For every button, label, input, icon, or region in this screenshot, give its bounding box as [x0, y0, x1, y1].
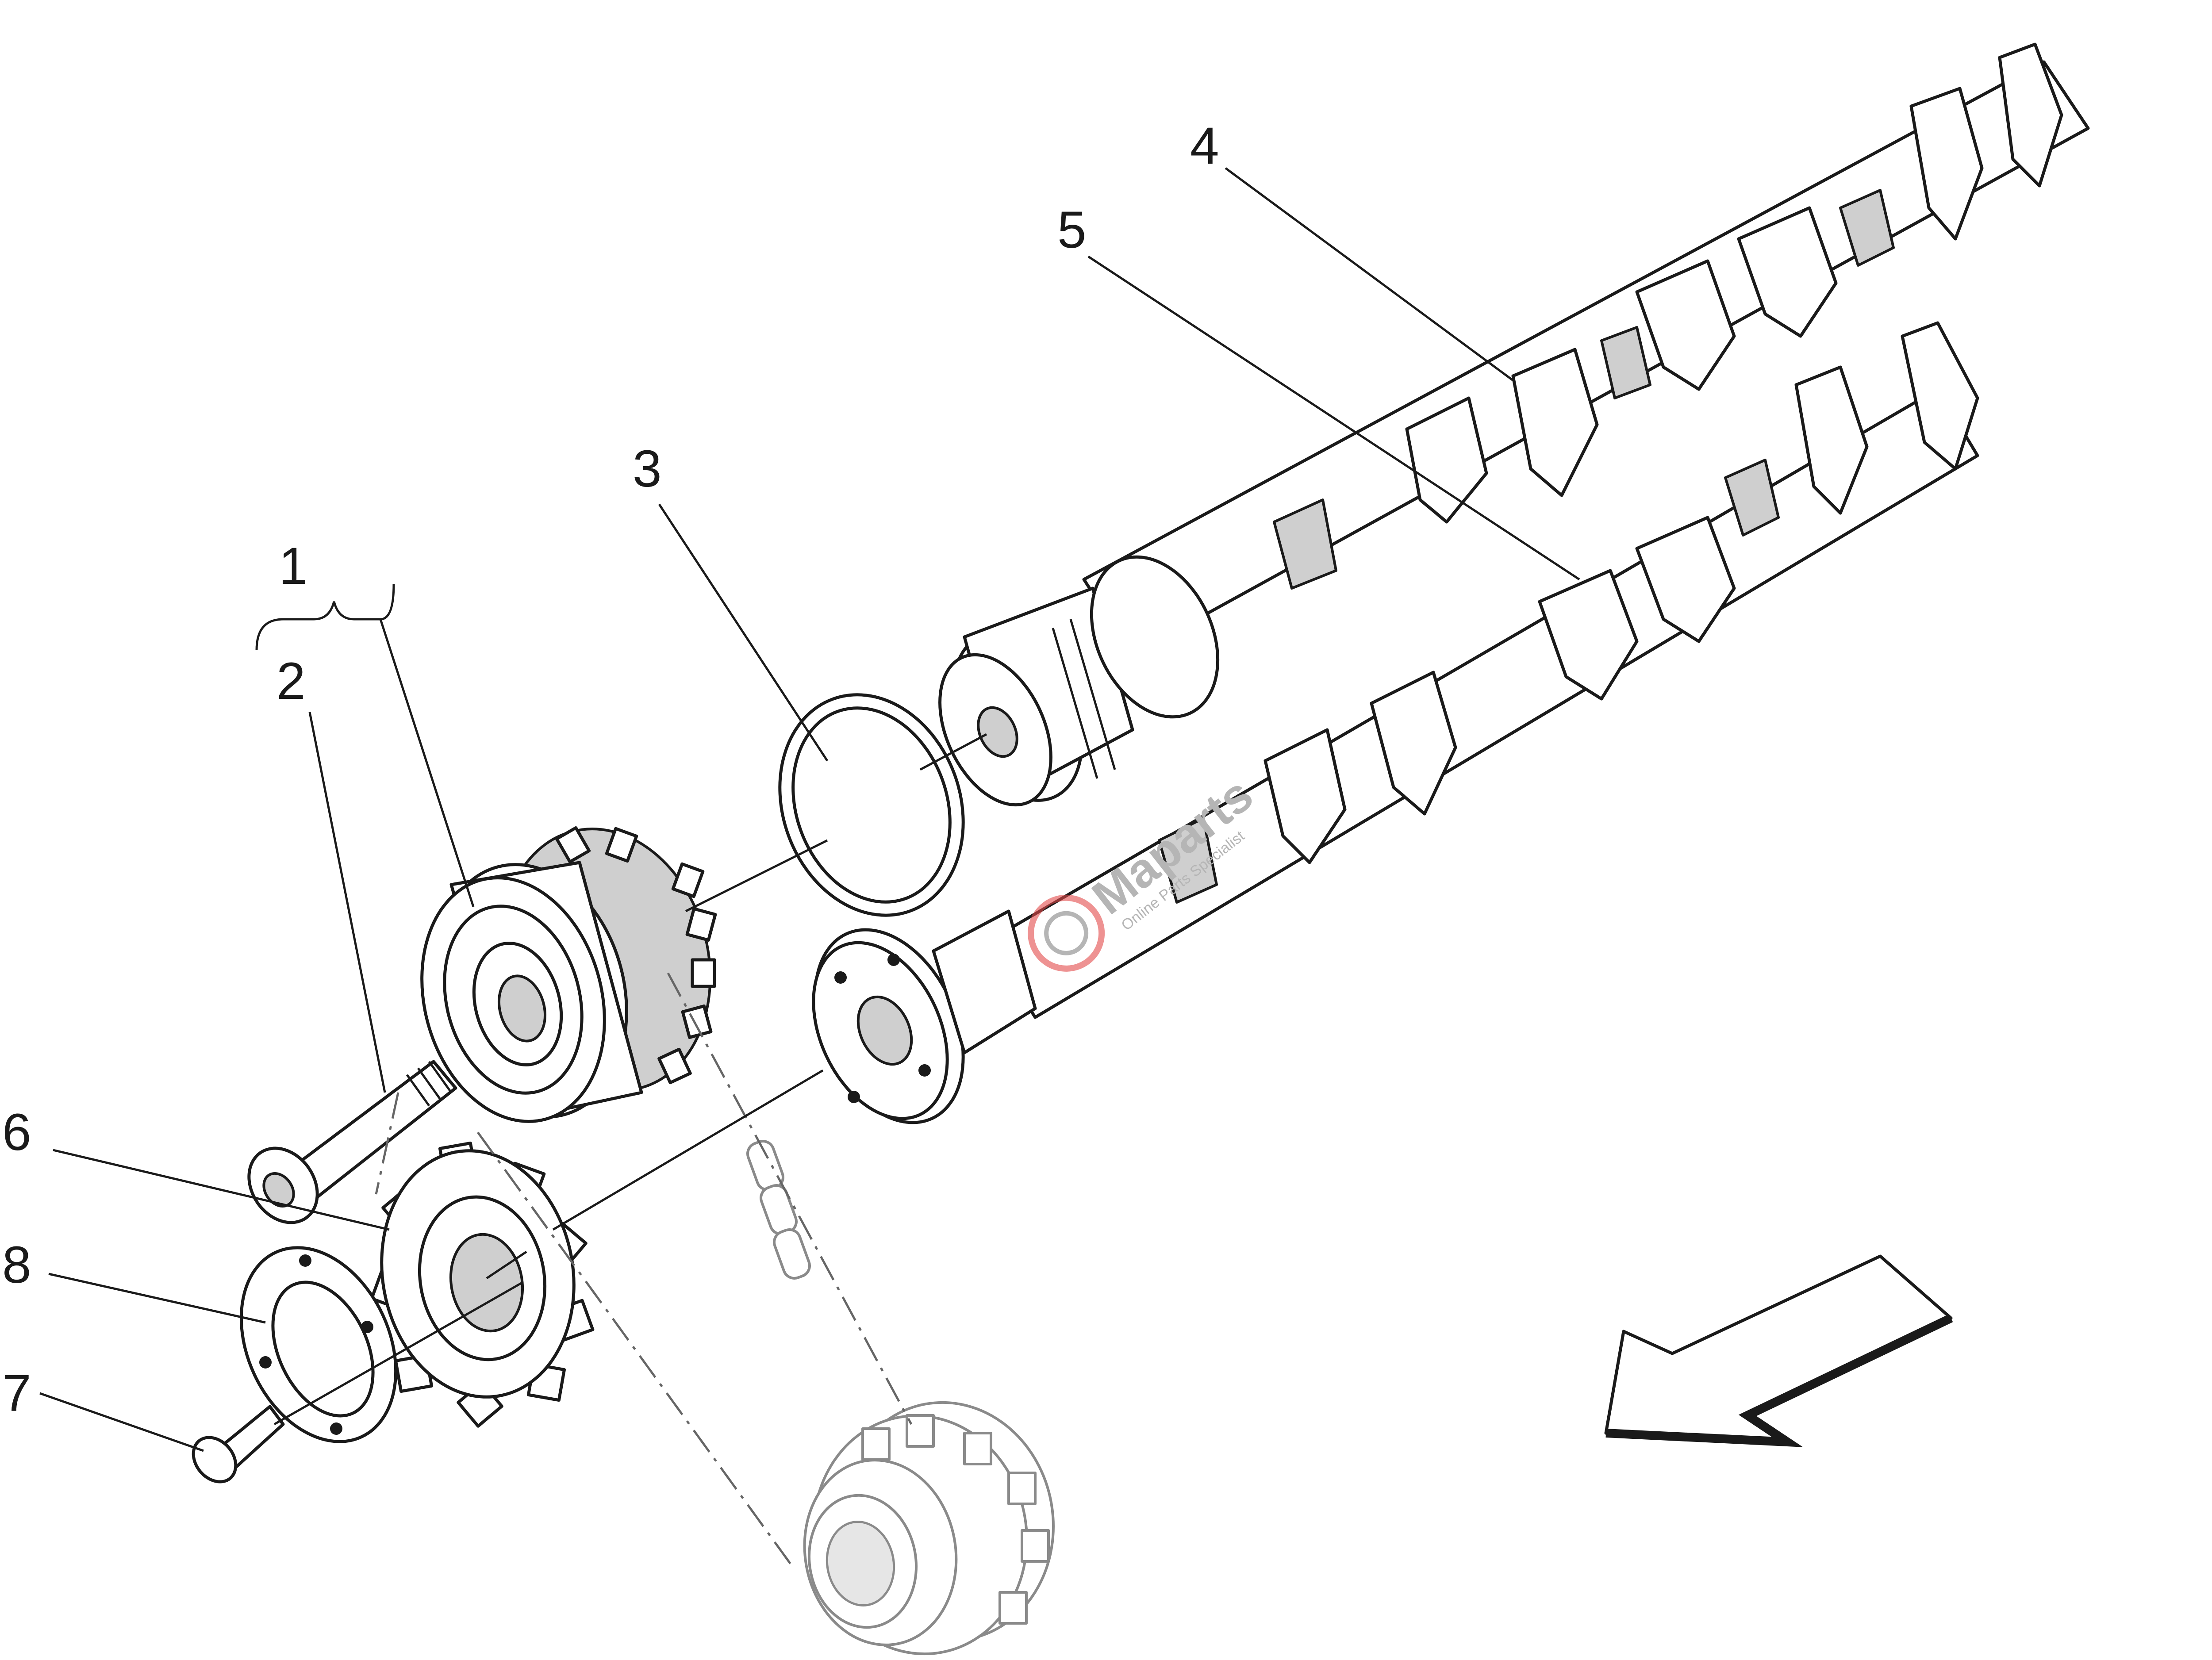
- callout-3: 3: [633, 440, 662, 498]
- timing-chain: [746, 1140, 811, 1280]
- callout-5: 5: [1057, 201, 1087, 259]
- callout-6: 6: [2, 1103, 31, 1162]
- crank-sprocket-ghost: [803, 1401, 1055, 1656]
- camshaft-lower: [812, 321, 1979, 1124]
- cam-phaser-assembly: [420, 826, 717, 1123]
- phantom-lines: [375, 972, 913, 1567]
- plate-screw: [192, 1405, 285, 1484]
- camshaft-lower-lobes: [1158, 321, 1979, 904]
- callout-8: 8: [2, 1236, 31, 1294]
- callout-4: 4: [1190, 117, 1219, 175]
- callout-labels: 1 2 3 4 5 6 8 7: [2, 117, 1219, 1422]
- camshaft-upper-nose: [938, 555, 1220, 807]
- front-direction-arrow: [1604, 1254, 1953, 1447]
- camshaft-lower-flange: [812, 909, 1037, 1124]
- camshaft-upper-lobes: [1273, 42, 2063, 590]
- camshaft-upper: [938, 42, 2090, 807]
- callout-2: 2: [276, 652, 306, 710]
- callout-1: 1: [279, 537, 308, 595]
- phaser-gear-teeth: [555, 826, 717, 1085]
- bolt-thread: [406, 1061, 453, 1107]
- assembly-axes: [273, 733, 987, 1426]
- phaser-bolt: [247, 1060, 457, 1224]
- callout-7: 7: [2, 1364, 31, 1422]
- callout-leaders: [39, 167, 1580, 1452]
- seal-ring: [778, 693, 965, 917]
- camshaft-gear: [370, 1141, 595, 1428]
